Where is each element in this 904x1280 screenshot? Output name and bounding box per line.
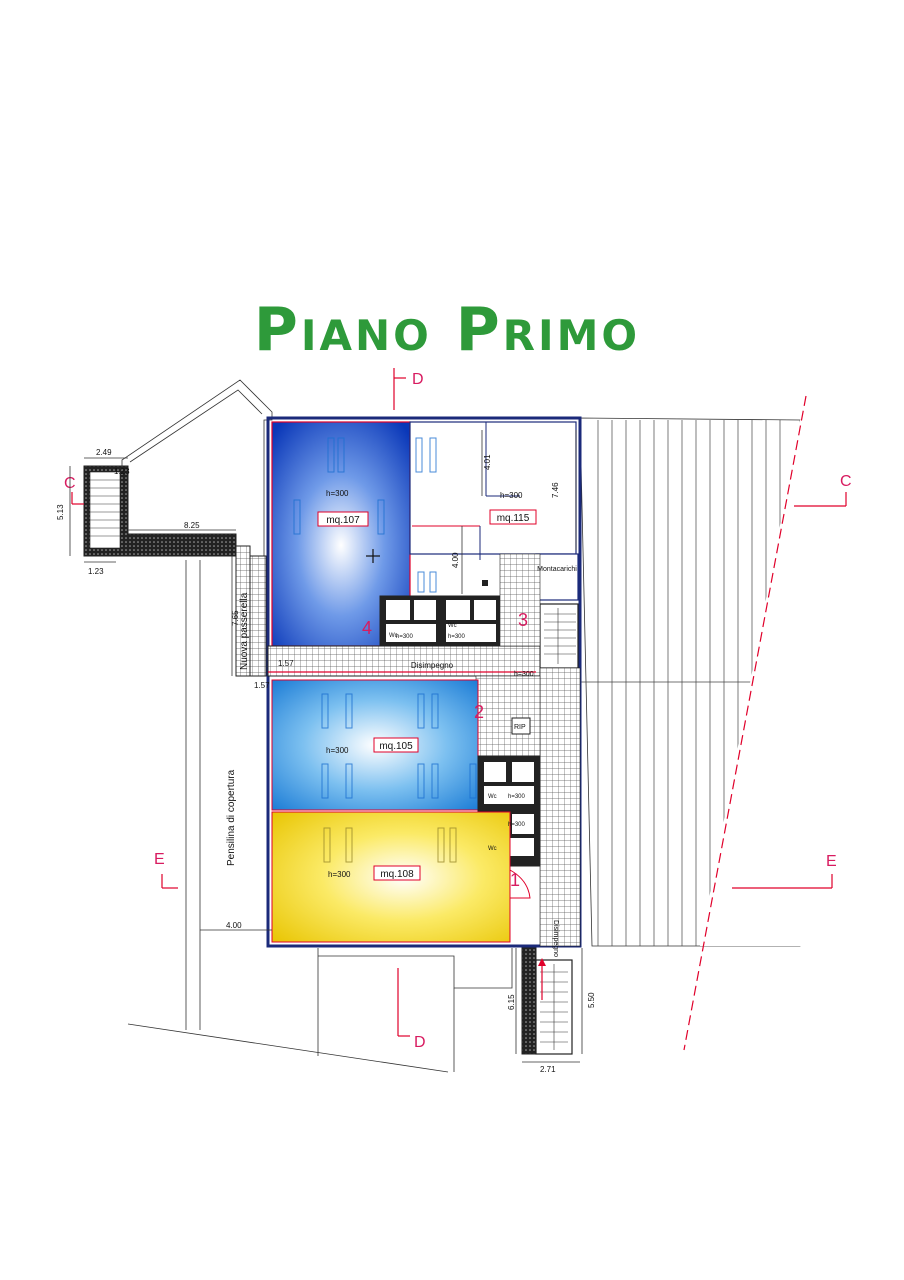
room-108-area: mq.108 (380, 869, 414, 880)
dimension-label: 2.71 (540, 1065, 556, 1074)
dimension-label: 1.57 (278, 659, 294, 668)
room-105-label: h=300 mq.105 (326, 737, 419, 755)
wc-height: h=300 (508, 794, 526, 800)
wc-labels: Wc h=300 Wc h=300 Wc h=300 Wc h=300 (389, 623, 526, 852)
marker-1: 1 (510, 870, 520, 890)
wc-height: h=300 (448, 634, 466, 640)
room-115-area: mq.115 (497, 513, 530, 524)
dimension-label: 1.23 (114, 467, 130, 476)
section-d-top: D (393, 368, 424, 410)
wc-label: Wc (448, 623, 457, 629)
section-e-right: E (732, 853, 837, 889)
dimension-label: 4.00 (451, 552, 460, 568)
room-105-area: mq.105 (379, 741, 413, 752)
svg-text:E: E (154, 851, 165, 868)
dimension-label: 4.00 (226, 921, 242, 930)
section-c-left: C (64, 475, 84, 505)
room-115-height: h=300 (500, 491, 523, 500)
montacarichi-label: Montacarichi (537, 566, 577, 573)
room-115 (409, 421, 577, 555)
page-title: Piano Primo (254, 295, 640, 365)
section-e-left: E (154, 851, 178, 889)
section-d-bottom: D (397, 968, 426, 1051)
room-108-label: h=300 mq.108 (328, 865, 421, 881)
disimpegno-right-label: Disimpegno (552, 920, 559, 957)
marker-2: 2 (474, 702, 484, 722)
center-marker (366, 549, 380, 563)
bottom-arrow (538, 958, 546, 1000)
rip-label: RIP (514, 724, 526, 731)
svg-text:D: D (414, 1034, 426, 1051)
annex-outline (83, 379, 449, 1073)
hatched-area (579, 395, 904, 1051)
disimpegno-label: Disimpegno (411, 661, 454, 670)
marker-3: 3 (518, 610, 528, 630)
room-107-area: mq.107 (326, 515, 360, 526)
wc-label: Wc (389, 633, 398, 639)
dimension-label: 5.13 (56, 504, 65, 520)
dimension-label: 4.01 (483, 454, 492, 470)
room-115-label: h=300 mq.115 (489, 491, 537, 525)
dimension-label: 6.15 (507, 994, 516, 1010)
dimension-label: 7.46 (551, 482, 560, 498)
disimpegno-height: h=300 (514, 671, 534, 678)
dimension-label: 1.23 (88, 567, 104, 576)
room-105-height: h=300 (326, 746, 349, 755)
dimension-label: 2.49 (96, 448, 112, 457)
dimension-label: 5.50 (587, 992, 596, 1008)
section-c-right: C (794, 473, 852, 507)
dimension-label: 7.65 (231, 610, 240, 626)
dimensions: 2.49 1.23 5.13 8.25 1.23 7.65 1.57 1.57 … (56, 448, 596, 1074)
wc-height: h=300 (396, 634, 414, 640)
pensilina-label: Pensilina di copertura (226, 769, 237, 866)
dimension-label: 8.25 (184, 521, 200, 530)
passerella-label: Nuova passerella (239, 592, 250, 670)
marker-group: 1 2 3 4 (362, 610, 528, 890)
bottom-stair (317, 947, 573, 1072)
wc-label: Wc (488, 846, 497, 852)
svg-text:C: C (840, 473, 852, 490)
svg-text:E: E (826, 853, 837, 870)
dimension-label: 1.57 (254, 681, 270, 690)
wc-label: Wc (488, 794, 497, 800)
marker-4: 4 (362, 618, 372, 638)
wc-height: h=300 (508, 822, 526, 828)
svg-text:D: D (412, 371, 424, 388)
room-107-label: h=300 mq.107 (317, 489, 369, 527)
room-107-height: h=300 (326, 489, 349, 498)
room-108-height: h=300 (328, 870, 351, 879)
